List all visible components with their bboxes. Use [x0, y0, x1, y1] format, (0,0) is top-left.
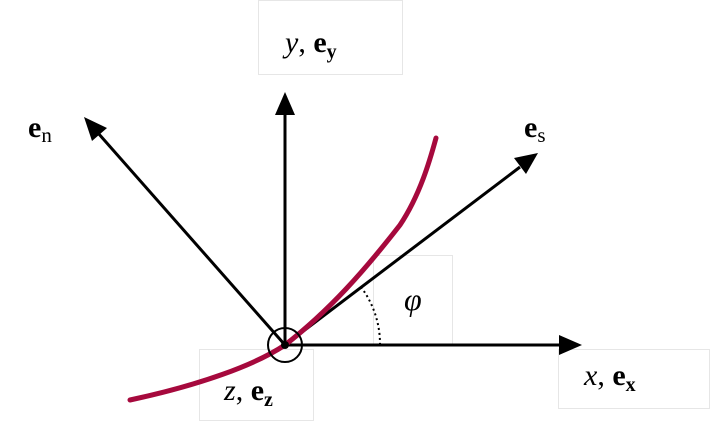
x-axis-arrowhead: [559, 335, 582, 355]
en-label: en: [28, 113, 52, 146]
trajectory-curve: [127, 135, 439, 403]
z-axis-circle: [267, 327, 303, 363]
z-variable: z: [224, 374, 236, 407]
es-label: es: [524, 113, 546, 146]
es-vector-arrowhead: [514, 153, 538, 174]
en-vector-arrow: [96, 132, 287, 346]
z-axis-label: z, ez: [224, 374, 273, 411]
z-separator: ,: [235, 374, 244, 407]
y-variable: y: [285, 26, 299, 59]
es-subscript: s: [537, 123, 546, 147]
y-label-box: [258, 0, 403, 75]
z-axis-dot: [281, 341, 289, 349]
x-axis-label: x, ex: [584, 359, 636, 396]
y-axis-label: y, ey: [285, 26, 337, 63]
angle-arc: [360, 286, 382, 346]
y-axis-arrowhead: [275, 92, 295, 115]
y-unit-vector-subscript: y: [326, 41, 337, 63]
x-separator: ,: [597, 359, 605, 392]
en-subscript: n: [41, 123, 52, 147]
x-label-box: [558, 349, 710, 409]
en-vector-arrowhead: [84, 117, 107, 141]
y-unit-vector: e: [313, 26, 327, 59]
es-vector-arrow: [284, 165, 521, 347]
z-unit-vector-subscript: z: [264, 389, 273, 411]
es-vector: e: [524, 111, 538, 144]
x-unit-vector-subscript: x: [625, 374, 636, 396]
z-unit-vector: e: [250, 374, 265, 407]
x-variable: x: [584, 359, 598, 392]
y-separator: ,: [298, 26, 306, 59]
en-vector: e: [28, 111, 42, 144]
angle-label: φ: [404, 281, 422, 317]
x-unit-vector: e: [612, 359, 626, 392]
